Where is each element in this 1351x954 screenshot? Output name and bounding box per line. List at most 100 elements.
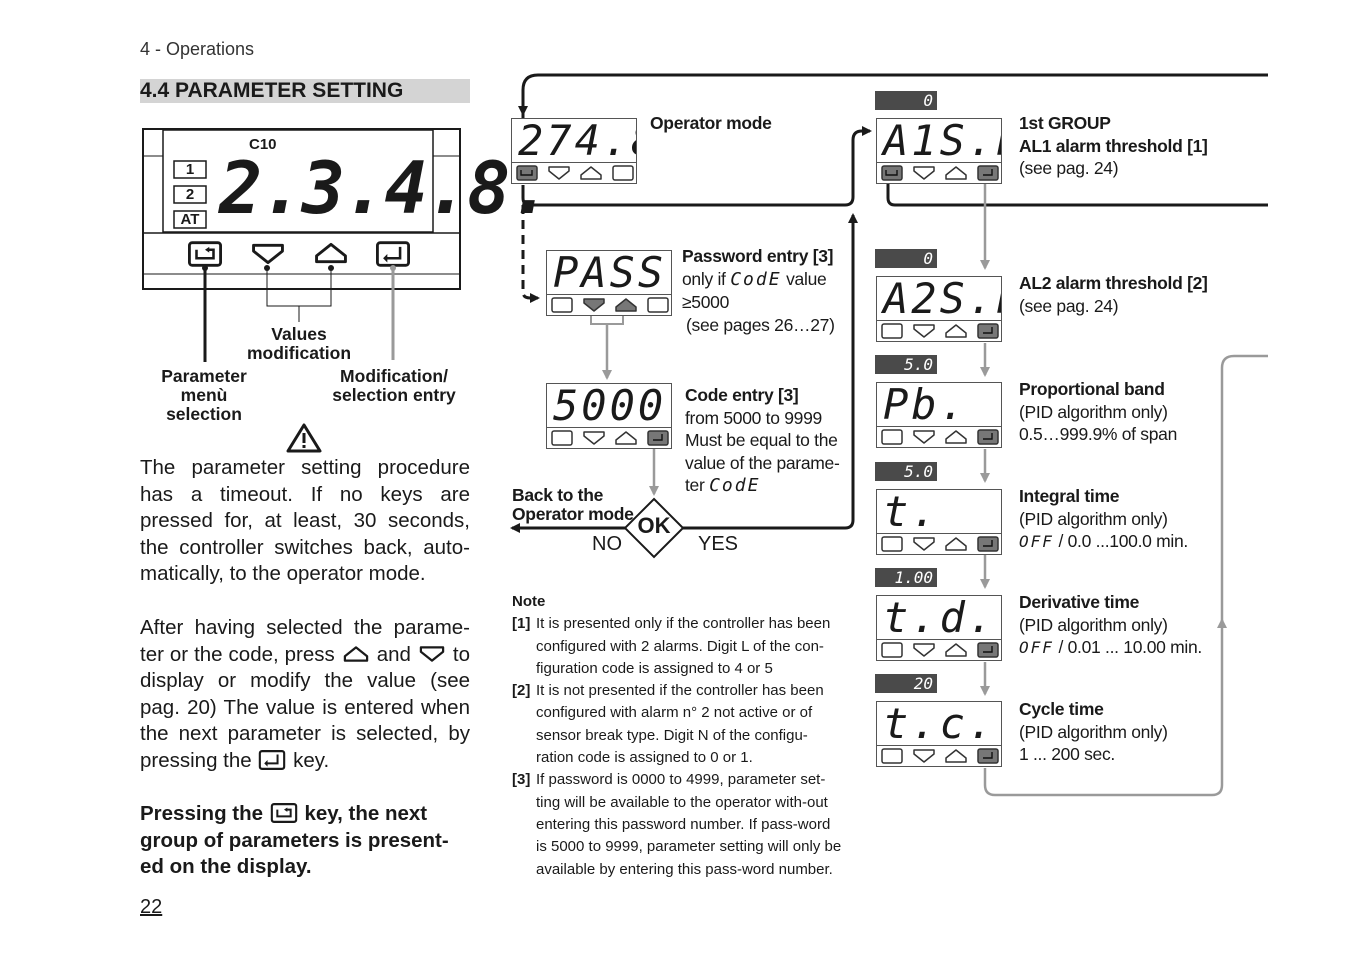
label-parameter-selection: Parameter menù selection — [161, 366, 247, 424]
code-parameter-glyph: CodE — [730, 268, 782, 290]
device-display: 2.3.4.8. — [219, 146, 552, 230]
device-model: C10 — [249, 136, 277, 153]
up-key-icon — [945, 643, 967, 657]
down-key-icon — [913, 749, 935, 763]
up-key-icon — [945, 324, 967, 338]
param-title: Derivative time — [1019, 592, 1140, 612]
menu-key-icon — [881, 536, 903, 552]
warning-icon — [286, 423, 322, 453]
down-key-icon — [913, 324, 935, 338]
down-key-icon — [913, 430, 935, 444]
param-a2sp-display-value: A2S.P — [883, 277, 1001, 321]
param-a1sp-display: A1S.P — [876, 118, 1002, 184]
ok-decision-diamond — [623, 497, 685, 559]
operator-mode-title: Operator mode — [650, 113, 772, 133]
down-key-icon — [913, 537, 935, 551]
enter-key-icon — [612, 165, 634, 181]
param-title: Proportional band — [1019, 379, 1165, 399]
up-key-icon — [945, 749, 967, 763]
notes-title: Note — [512, 593, 546, 610]
menu-key-icon — [188, 241, 222, 267]
param-td-display: t.d. — [876, 595, 1002, 661]
param-pb-value-bar: 5.0 — [875, 355, 937, 374]
code-entry-title: Code entry [3] — [685, 385, 799, 405]
up-key-icon — [580, 166, 602, 180]
indicator-2: 2 — [185, 186, 195, 203]
menu-key-icon — [881, 323, 903, 339]
off-glyph: OFF — [1019, 532, 1054, 551]
down-key-icon — [583, 298, 605, 312]
down-key-icon — [913, 643, 935, 657]
next-group-paragraph: Pressing the key, the next group of para… — [140, 802, 449, 879]
down-key-icon — [417, 644, 447, 664]
operator-mode-display: 274.8 — [511, 118, 637, 184]
controller-front-panel — [142, 128, 461, 362]
code-parameter-glyph: CodE — [709, 475, 761, 496]
param-tc-desc: Cycle time(PID algorithm only)1 ... 200 … — [1019, 699, 1168, 764]
menu-key-icon — [551, 430, 573, 446]
enter-key-icon — [376, 241, 410, 267]
enter-key-icon — [977, 536, 999, 552]
up-key-icon — [615, 298, 637, 312]
param-title: Cycle time — [1019, 699, 1104, 719]
notes-section: Note [1]It is presented only if the cont… — [512, 591, 845, 881]
menu-key-icon — [881, 642, 903, 658]
chapter-header: 4 - Operations — [140, 39, 255, 59]
label-modification-entry: Modification/ selection entry — [332, 366, 456, 405]
param-td-value-bar: 1.00 — [875, 568, 937, 587]
indicator-1: 1 — [185, 161, 195, 178]
yes-label: YES — [698, 533, 739, 555]
up-key-icon — [341, 644, 371, 664]
note-item: [1]It is presented only if the controlle… — [512, 615, 831, 677]
down-key-icon — [548, 166, 570, 180]
menu-key-icon — [881, 748, 903, 764]
password-entry-title: Password entry [3] — [682, 246, 834, 266]
enter-key-icon — [977, 429, 999, 445]
param-title: AL1 alarm threshold [1] — [1019, 135, 1208, 156]
param-title: AL2 alarm threshold [2] — [1019, 273, 1208, 293]
up-key-icon — [945, 166, 967, 180]
indicator-at: AT — [180, 211, 200, 228]
param-ti-display: t. i. — [876, 489, 1002, 555]
code-display-value: 5000 — [553, 384, 667, 428]
menu-key-icon — [269, 803, 299, 823]
operator-display-value: 274.8 — [518, 119, 636, 163]
section-title-text: 4.4 PARAMETER SETTING — [140, 79, 404, 102]
up-key-icon — [945, 537, 967, 551]
param-ti-display-value: t. i. — [883, 490, 940, 534]
param-tc-display-value: t.c. — [883, 702, 997, 746]
enter-key-icon — [977, 165, 999, 181]
timeout-paragraph: The parameter setting procedure has a ti… — [140, 456, 470, 586]
label-values-modification: Values modification — [246, 324, 352, 363]
param-a1sp-display-value: A1S.P — [883, 119, 1001, 163]
group-title: 1st GROUP — [1019, 113, 1111, 133]
down-key-icon — [913, 166, 935, 180]
param-ti-value-bar: 5.0 — [875, 462, 937, 481]
menu-key-icon — [551, 297, 573, 313]
param-td-desc: Derivative time(PID algorithm only)OFF /… — [1019, 592, 1202, 657]
enter-key-icon — [257, 750, 287, 770]
off-glyph: OFF — [1019, 638, 1054, 657]
ok-label: OK — [637, 513, 671, 538]
param-a2sp-desc: AL2 alarm threshold [2](see pag. 24) — [1019, 273, 1208, 316]
param-title: Integral time — [1019, 486, 1120, 506]
param-tc-display: t.c. — [876, 701, 1002, 767]
param-tc-value-bar: 20 — [875, 674, 937, 693]
note-item: [2]It is not presented if the controller… — [512, 682, 824, 767]
param-pb-display: Pb. — [876, 382, 1002, 448]
enter-key-icon — [977, 642, 999, 658]
param-a1sp-value-bar: 0 — [875, 91, 937, 110]
up-key-icon — [945, 430, 967, 444]
modify-paragraph: After having selected the parame-ter or … — [140, 616, 470, 772]
down-key-icon — [583, 431, 605, 445]
param-a2sp-value-bar: 0 — [875, 249, 937, 268]
page-number: 22 — [140, 896, 163, 918]
param-pb-desc: Proportional band(PID algorithm only)0.5… — [1019, 379, 1178, 444]
enter-key-icon — [647, 297, 669, 313]
password-entry-display: PASS — [546, 250, 672, 316]
menu-key-icon — [516, 165, 538, 181]
section-title: 4.4 PARAMETER SETTING — [140, 79, 470, 103]
